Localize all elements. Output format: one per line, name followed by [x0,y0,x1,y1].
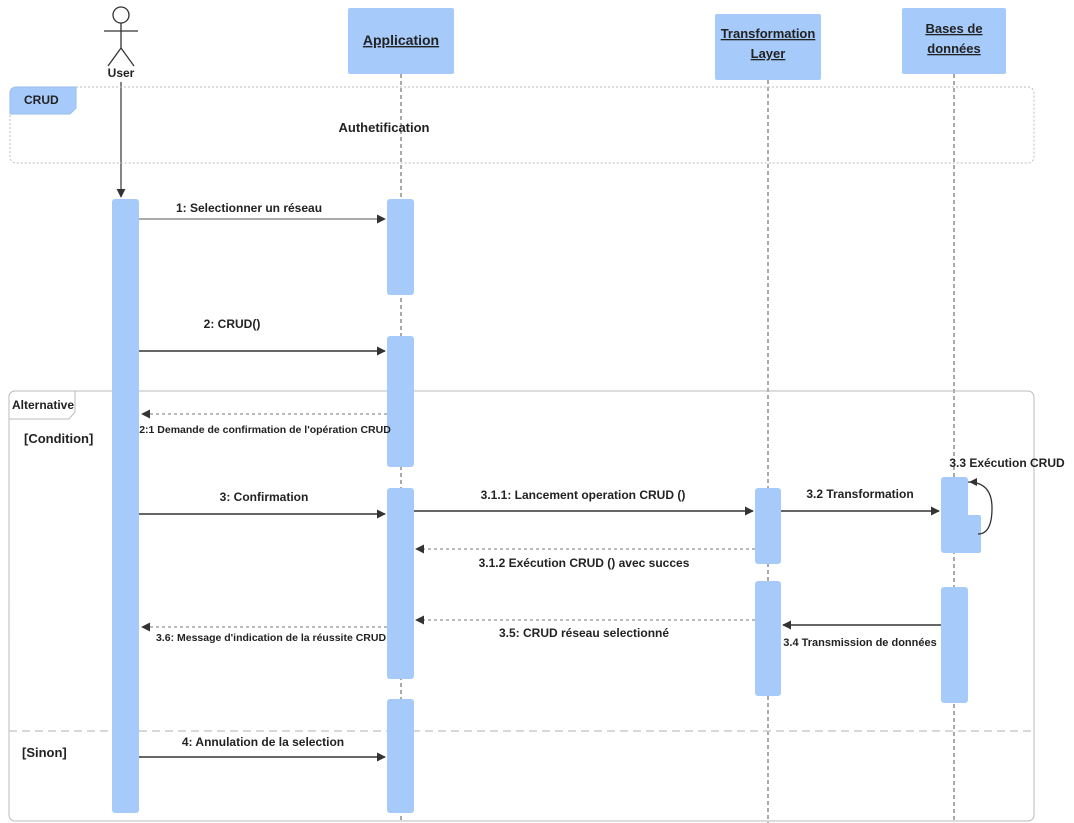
message-2: 2: CRUD() [139,317,386,356]
message-3-5: 3.5: CRUD réseau selectionné [415,615,755,640]
message-3-1-2-label: 3.1.2 Exécution CRUD () avec succes [479,556,690,570]
participant-transformation-label-line1: Transformation [721,26,816,41]
message-3-2: 3.2 Transformation [781,487,940,516]
message-3-4: 3.4 Transmission de données [782,620,941,649]
activation-application-3 [387,488,414,679]
activation-transformation-1 [755,488,781,564]
participant-transformation-label-line2: Layer [751,46,786,61]
activation-user [112,199,139,813]
activation-transformation-2 [755,581,781,696]
activation-db-1 [941,477,968,553]
fragment-alternative: Alternative [Condition] [Sinon] [8,390,1035,822]
message-3-3-label: 3.3 Exécution CRUD [949,456,1065,470]
message-4-label: 4: Annulation de la selection [182,735,344,749]
fragment-alternative-tag: Alternative [12,398,74,412]
activation-application-2 [387,336,414,467]
participant-application-label: Application [363,32,439,48]
guard-sinon: [Sinon] [22,745,67,760]
activation-db-2 [941,587,968,703]
message-1-label: 1: Selectionner un réseau [176,201,322,215]
participant-db-label-line2: données [927,41,980,56]
message-3-5-label: 3.5: CRUD réseau selectionné [499,626,669,640]
message-1: 1: Selectionner un réseau [139,201,386,224]
guard-condition: [Condition] [24,431,93,446]
actor-user: User [104,6,138,80]
message-3-label: 3: Confirmation [220,490,309,504]
message-3-6-label: 3.6: Message d'indication de la réussite… [156,632,386,644]
fragment-crud: CRUD Authetification [9,86,1035,164]
actor-stick-figure-icon [104,6,138,67]
activation-application-4 [387,699,414,813]
message-3: 3: Confirmation [139,490,386,519]
message-4: 4: Annulation de la selection [139,735,386,762]
message-3-6: 3.6: Message d'indication de la réussite… [141,622,387,644]
actor-user-label: User [108,66,135,80]
activation-db-self [964,515,981,553]
message-2-1: 2:1 Demande de confirmation de l'opérati… [139,409,391,436]
participant-db-label-line1: Bases de [925,21,982,36]
message-3-1-1: 3.1.1: Lancement operation CRUD () [414,488,754,516]
participant-application: Application [348,8,454,74]
participant-bases-de-donnees: Bases de données [902,8,1006,74]
message-3-1-2: 3.1.2 Exécution CRUD () avec succes [415,544,755,570]
message-3-4-label: 3.4 Transmission de données [783,637,936,649]
message-2-1-label: 2:1 Demande de confirmation de l'opérati… [139,424,391,436]
fragment-crud-tag: CRUD [24,93,59,107]
message-3-3-self: 3.3 Exécution CRUD [949,456,1065,535]
activation-application-1 [387,199,414,295]
message-2-label: 2: CRUD() [204,317,261,331]
message-3-1-1-label: 3.1.1: Lancement operation CRUD () [481,488,686,502]
fragment-crud-content: Authetification [339,120,430,135]
participant-transformation-layer: Transformation Layer [715,14,821,80]
message-3-2-label: 3.2 Transformation [806,487,913,501]
